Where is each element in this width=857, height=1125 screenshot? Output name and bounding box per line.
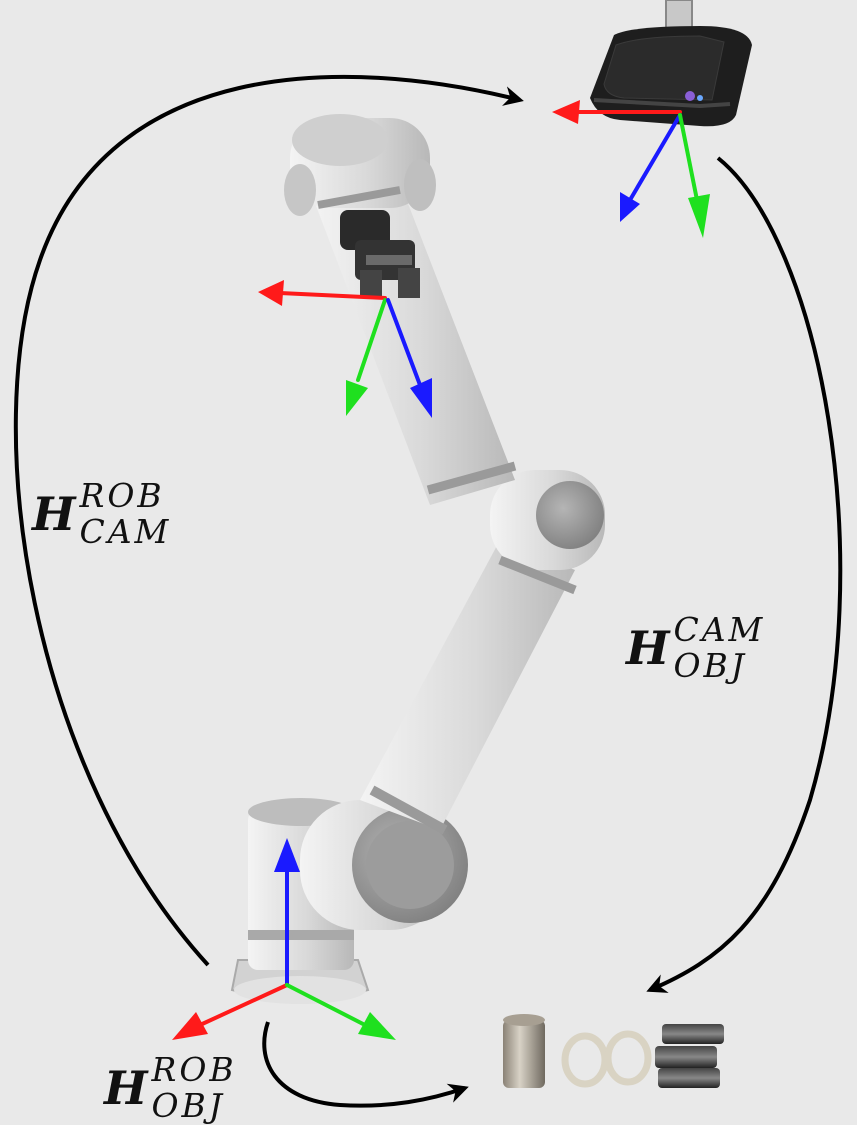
label-superscript: ROB — [151, 1050, 237, 1089]
arrow-rob-cam — [13, 74, 524, 967]
label-symbol: H — [32, 487, 76, 541]
robot-arm-icon — [230, 114, 605, 1004]
label-subscript: OBJ — [151, 1086, 226, 1125]
arrow-cam-obj — [646, 156, 843, 993]
label-symbol: H — [104, 1061, 148, 1115]
gripper-icon — [340, 210, 420, 298]
gripper-frame — [258, 280, 432, 418]
arrow-rob-obj — [262, 1021, 469, 1108]
cylinder-objects-icon — [503, 1014, 724, 1088]
label-symbol: H — [626, 621, 670, 675]
label-subscript: CAM — [79, 512, 172, 551]
label-superscript: ROB — [79, 476, 165, 515]
label-subscript: OBJ — [673, 646, 748, 685]
transform-arrows — [13, 74, 843, 1108]
base-frame — [172, 838, 396, 1040]
label-superscript: CAM — [673, 610, 766, 649]
camera-frame — [552, 100, 710, 238]
camera-icon — [590, 0, 752, 127]
